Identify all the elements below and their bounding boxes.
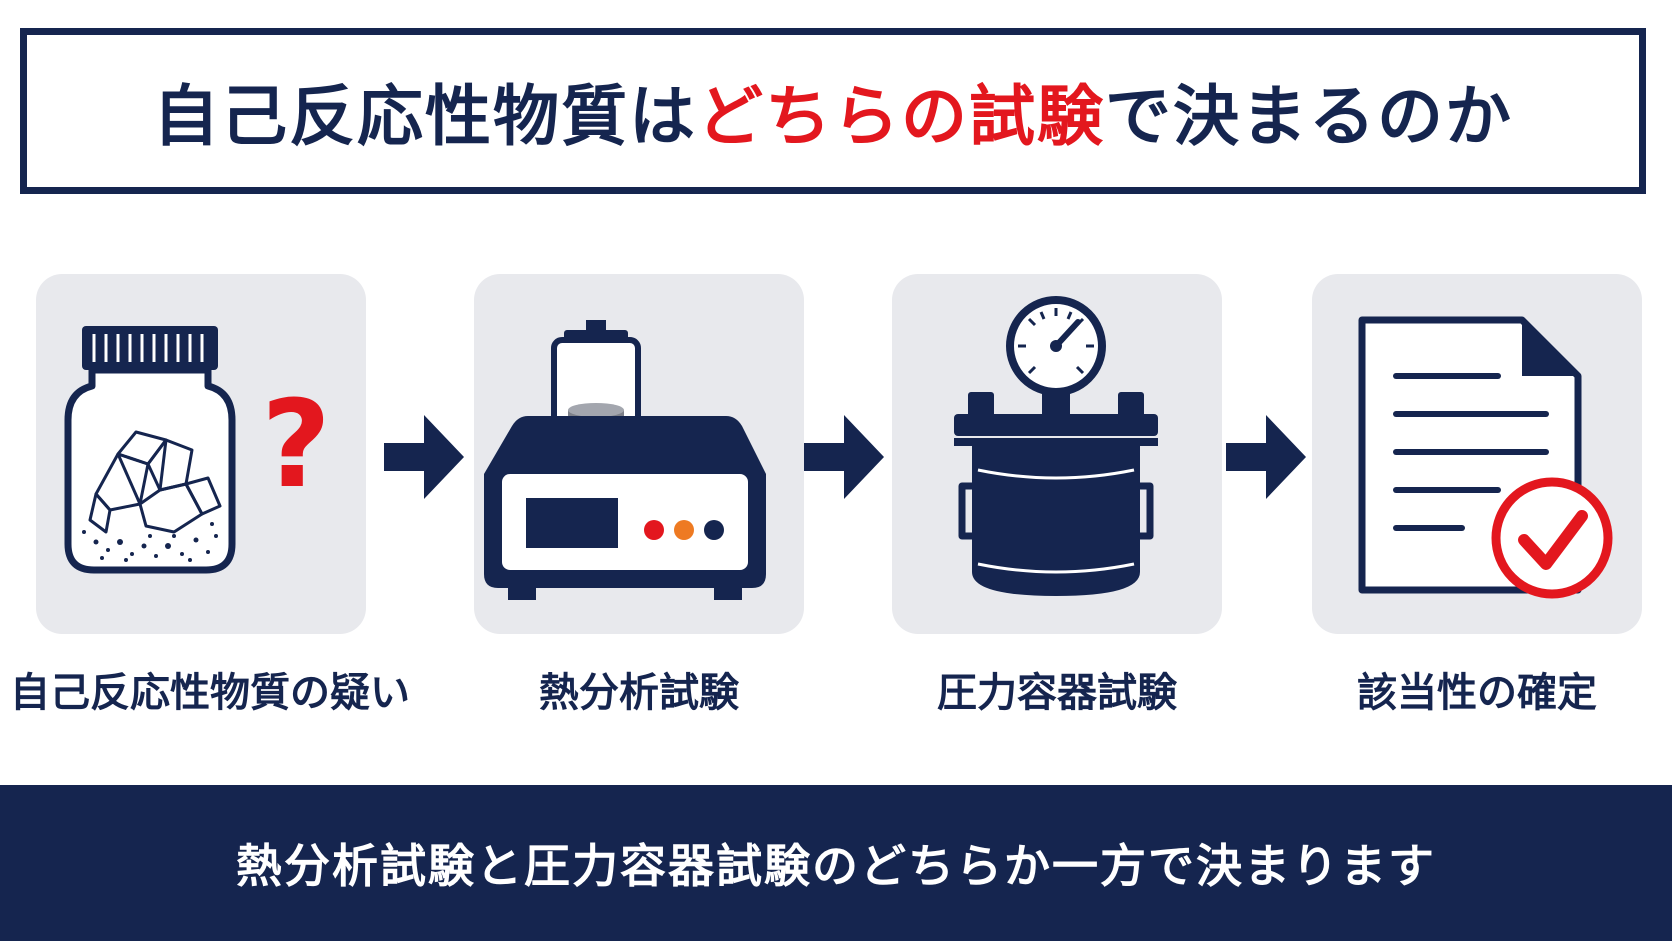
title-suffix: で決まるのか: [1105, 78, 1513, 155]
arrow-right-icon-2: [804, 415, 884, 499]
jar-with-crystals-question-icon: ?: [64, 326, 331, 574]
thermal-analyzer-icon: [484, 320, 766, 600]
title-highlight: どちらの試験: [697, 78, 1105, 155]
arrow-right-icon-3: [1226, 415, 1306, 499]
title-box: 自己反応性物質はどちらの試験で決まるのか: [20, 28, 1646, 194]
arrow-right-icon-1: [384, 415, 464, 499]
title-prefix: 自己反応性物質は: [153, 78, 697, 155]
document-check-icon: [1358, 316, 1613, 599]
step-panel-thermal: [474, 274, 804, 634]
conclusion-text: 熱分析試験と圧力容器試験のどちらか一方で決まります: [236, 839, 1436, 893]
conclusion-band: 熱分析試験と圧力容器試験のどちらか一方で決まります: [0, 785, 1672, 941]
step-label-suspicion: 自己反応性物質の疑い: [10, 670, 410, 716]
step-label-confirmation: 該当性の確定: [1357, 670, 1597, 716]
step-panel-suspicion: ?: [36, 274, 366, 634]
step-label-pressure: 圧力容器試験: [937, 670, 1177, 716]
step-panel-pressure: [892, 274, 1222, 634]
step-label-thermal: 熱分析試験: [539, 670, 739, 716]
pressure-vessel-icon: [954, 296, 1158, 596]
page-title: 自己反応性物質はどちらの試験で決まるのか: [153, 63, 1513, 159]
step-panel-confirmation: [1312, 274, 1642, 634]
question-mark-text: ?: [261, 376, 331, 515]
